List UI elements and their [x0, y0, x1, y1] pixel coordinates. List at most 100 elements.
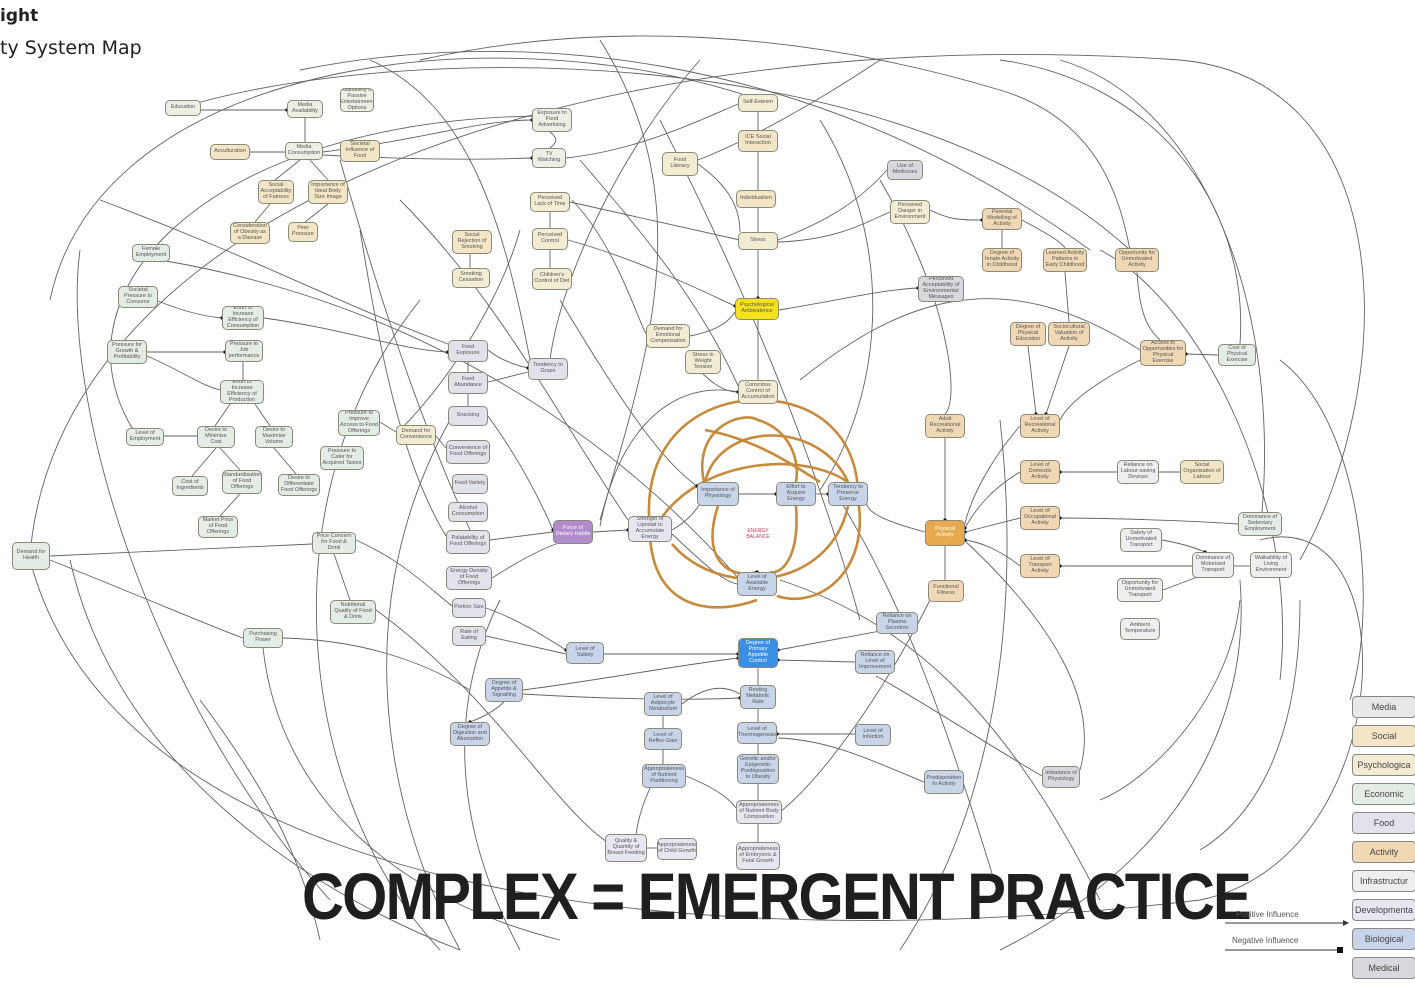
map-node: Perceived Acceptability of Environmental… — [918, 276, 964, 302]
map-node: Demand for Convenience — [396, 425, 436, 445]
map-node: Importance of Physiology — [697, 482, 739, 506]
map-node: Degree of Primary Appetite Control — [738, 638, 778, 668]
link — [191, 447, 217, 477]
link — [469, 701, 505, 723]
map-node: Nutritional Quality of Food & Drink — [330, 600, 376, 624]
map-node: Alcohol Consumption — [448, 502, 488, 522]
map-node: Level of Adipocyte Metabolism — [644, 692, 682, 716]
link — [263, 317, 449, 353]
map-node: Level of Satiety — [566, 642, 604, 664]
link — [254, 203, 271, 223]
map-node: Food Exposure — [448, 340, 488, 362]
link — [777, 211, 891, 243]
map-node: Portion Size — [452, 598, 486, 618]
map-node: Media Consumption — [285, 142, 323, 160]
map-node: Individualism — [736, 190, 776, 208]
map-node: Convenience of Food Offerings — [446, 440, 490, 464]
map-node: Snacking — [448, 406, 488, 426]
link — [685, 775, 737, 809]
map-node: Tendency to Preserve Energy — [828, 482, 868, 506]
map-node: Quality & Quantity of Breast Feeding — [605, 834, 647, 862]
legend-item: Social — [1352, 725, 1415, 747]
link — [1064, 271, 1070, 323]
map-node: Stress — [738, 232, 778, 250]
map-node: Market Price of Food Offerings — [198, 516, 238, 538]
map-node: Appropriateness of Embryonic & Fetal Gro… — [736, 842, 780, 870]
legend-item: Biological — [1352, 928, 1415, 950]
link — [99, 199, 449, 345]
link — [999, 59, 1242, 345]
link — [110, 115, 541, 441]
link — [571, 199, 649, 337]
link — [964, 425, 1021, 525]
map-node: Self-Esteem — [738, 94, 778, 112]
map-node: Level of Infection — [855, 724, 891, 746]
link — [29, 536, 1364, 921]
map-node: Education — [165, 100, 201, 116]
link — [485, 607, 567, 651]
link — [522, 693, 741, 700]
map-node: Availability of Passive Entertainment Op… — [340, 88, 374, 112]
link — [487, 415, 554, 531]
map-node: Acculturation — [210, 144, 250, 160]
link — [419, 35, 1131, 251]
map-node: Walkability of Living Environment — [1250, 552, 1292, 578]
legend-item: Psychologica — [1352, 754, 1415, 776]
link — [179, 67, 1131, 251]
link — [522, 657, 739, 691]
link — [487, 349, 529, 369]
link — [819, 119, 874, 491]
map-node: Social Acceptability of Fatness — [258, 180, 294, 204]
map-node: Consideration of Obesity as a Disease — [230, 222, 270, 244]
link — [999, 579, 1242, 951]
link — [671, 533, 738, 585]
map-node: Parental Modelling of Activity — [982, 208, 1022, 230]
link — [199, 699, 321, 941]
map-node: Energy Density of Food Offerings — [446, 566, 492, 590]
map-node: Cost of Ingredients — [172, 476, 208, 496]
link — [355, 539, 453, 607]
map-node: Resting Metabolic Rate — [740, 685, 776, 709]
link — [964, 517, 1021, 533]
map-node: Level of Available Energy — [737, 572, 777, 596]
loop — [776, 499, 861, 601]
loop — [648, 529, 758, 609]
map-node: Smoking Cessation — [452, 268, 490, 288]
map-node: Functional Fitness — [928, 580, 964, 602]
map-node: Stress in Weight Tension — [685, 350, 721, 374]
map-node: Level of Recreational Activity — [1020, 414, 1060, 438]
energy-balance-label: ENERGY BALANCE — [746, 528, 770, 540]
link — [359, 229, 447, 537]
link — [282, 637, 471, 691]
link — [1027, 345, 1037, 415]
map-node: Perceived Lack of Time — [530, 192, 570, 212]
link — [778, 287, 919, 311]
link — [899, 419, 1008, 951]
map-node: Palatability of Food Offerings — [446, 530, 490, 554]
map-node: Rate of Eating — [452, 626, 486, 646]
map-node: Purchasing Power — [243, 628, 283, 648]
map-node: Desire to Maximise Volume — [255, 426, 293, 448]
link — [69, 559, 461, 951]
map-node: Pressure for Growth & Profitability — [107, 340, 147, 364]
link — [386, 419, 461, 951]
link — [1199, 599, 1301, 851]
map-node: Perceived Danger in Environment — [890, 200, 930, 224]
map-node: Effort to Acquire Energy — [776, 482, 816, 506]
headline: COMPLEX = EMERGENT PRACTICE — [302, 859, 1252, 933]
page-subtitle: ty System Map — [0, 37, 142, 59]
map-node: Degree of Appetite & Signalling — [485, 678, 523, 702]
loop — [703, 434, 850, 483]
map-node: Social Organisation of Labour — [1180, 460, 1224, 484]
map-node: Pressure to Improve Access to Food Offer… — [338, 410, 380, 436]
map-node: Importance of Ideal Body Size Image — [308, 180, 348, 204]
link — [681, 687, 741, 705]
map-node: Demand for Emotional Compensation — [646, 324, 690, 348]
link — [49, 543, 313, 557]
link — [489, 531, 554, 541]
link — [964, 471, 1021, 529]
map-node: Reliance on Level of Improvement — [855, 650, 895, 674]
page-title: ight — [0, 6, 39, 26]
loop — [658, 462, 849, 521]
